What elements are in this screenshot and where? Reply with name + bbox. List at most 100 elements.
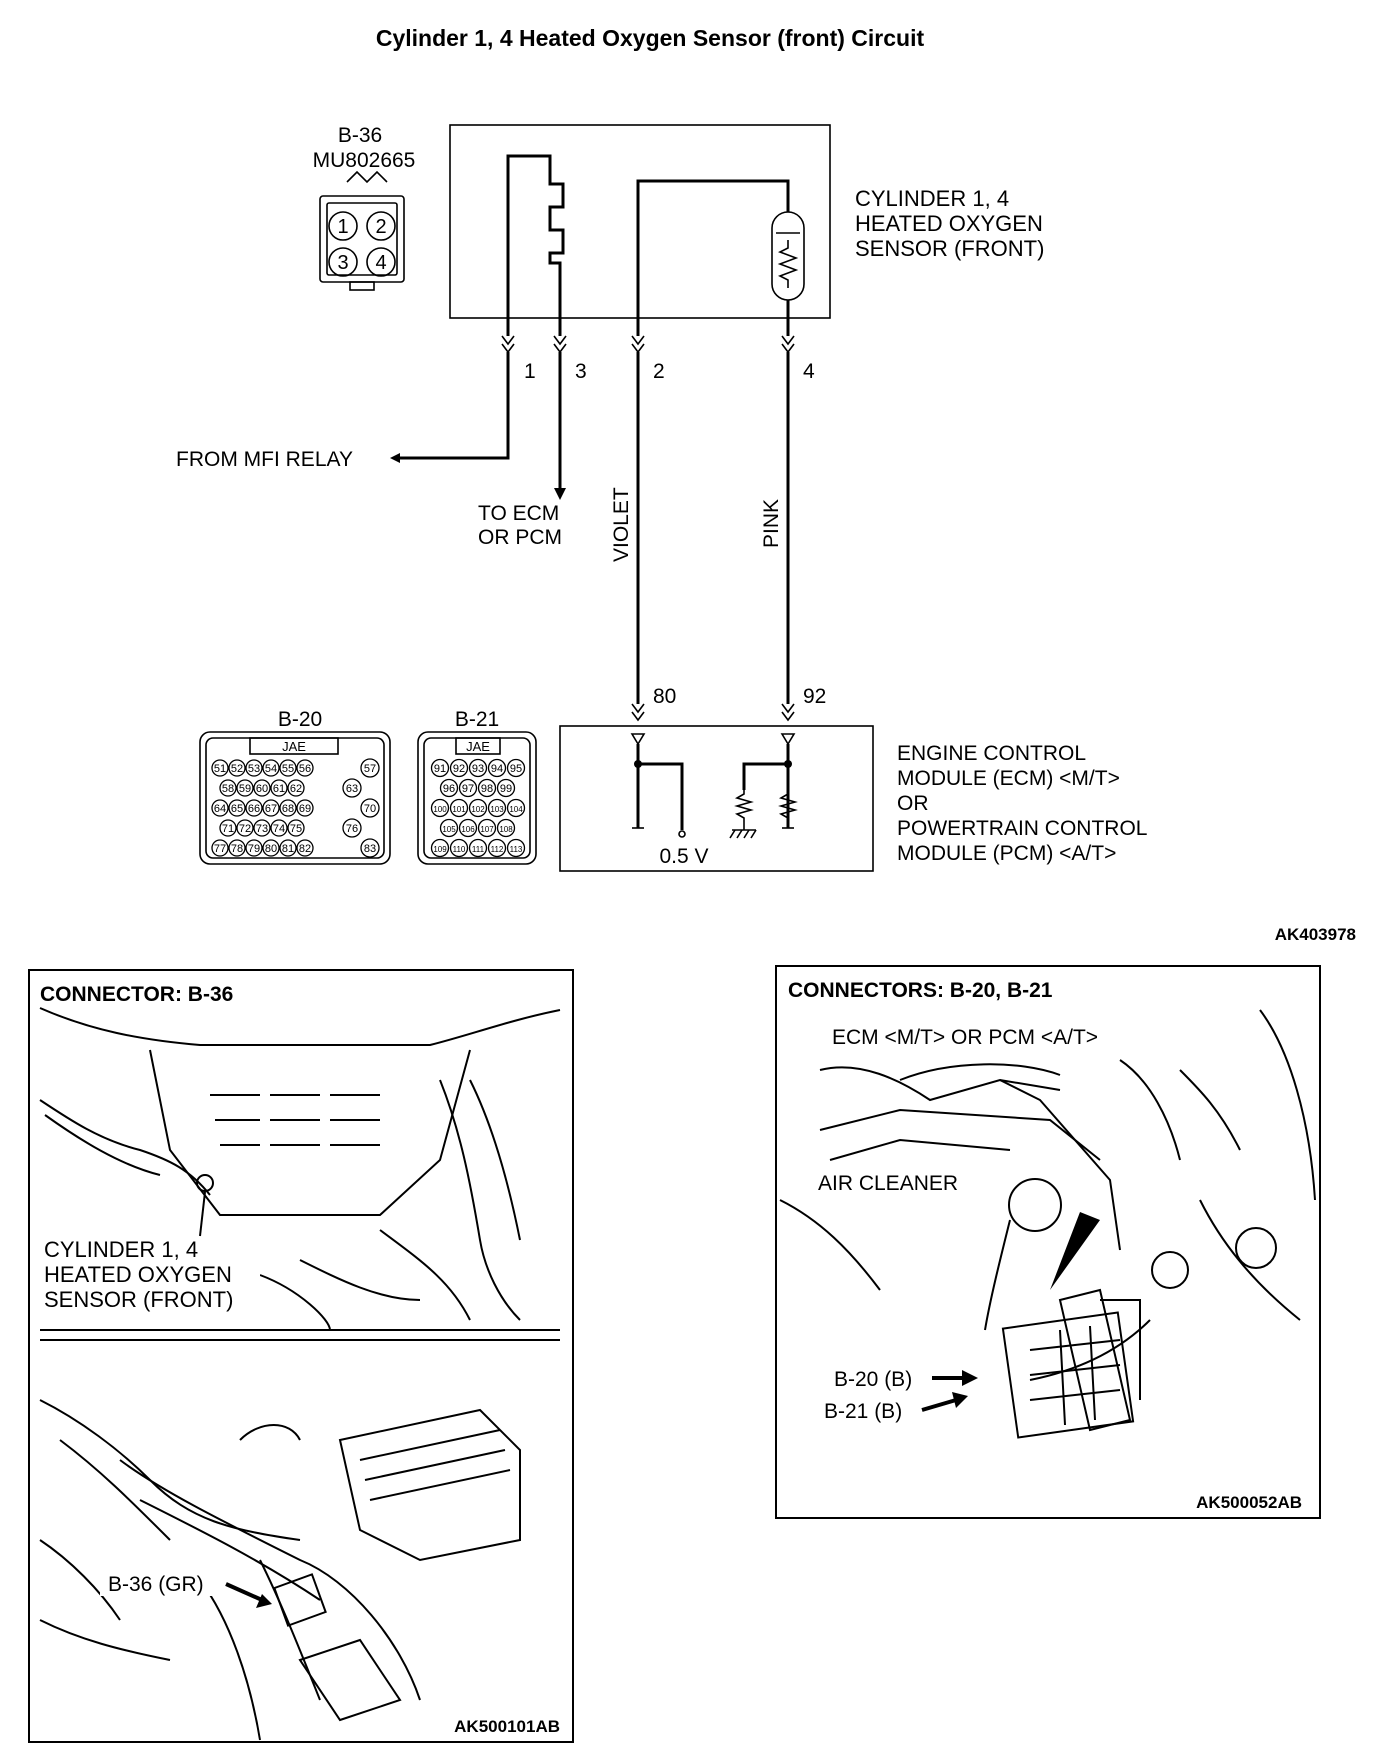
b20-pin-82-circle — [296, 839, 314, 857]
b21-pin-94-circle — [487, 758, 507, 778]
b21-pin-108-circle — [496, 818, 516, 838]
left-panel-title: CONNECTOR: B-36 — [40, 983, 233, 1006]
b20-pin-55-circle — [279, 759, 297, 777]
b21-pin-96: 96 — [443, 783, 455, 795]
b20-pin-79: 79 — [248, 843, 260, 855]
to-ecm-label-2: OR PCM — [478, 526, 562, 549]
right-panel-ecm-label: ECM <M/T> OR PCM <A/T> — [832, 1026, 1098, 1049]
right-panel-b20-label: B-20 (B) — [834, 1368, 912, 1391]
b21-pin-99-circle — [496, 778, 516, 798]
b21-pin-95: 95 — [510, 763, 522, 775]
b20-pin-60: 60 — [256, 783, 268, 795]
b20-pin-61-circle — [270, 779, 288, 797]
to-ecm-label-1: TO ECM — [478, 502, 559, 525]
b20-pin-67: 67 — [265, 803, 277, 815]
terminal-3: 3 — [575, 360, 587, 383]
b20-pin-73-circle — [253, 819, 271, 837]
b20-pin-63: 63 — [346, 783, 358, 795]
b21-pin-106-circle — [458, 818, 478, 838]
b21-pin-112: 112 — [491, 845, 504, 854]
b20-pin-53-circle — [245, 759, 263, 777]
b20-pin-68: 68 — [282, 803, 294, 815]
b20-pin-54: 54 — [265, 763, 277, 775]
ecm-label-1: ENGINE CONTROL — [897, 742, 1086, 765]
b21-pin-111-circle — [468, 838, 488, 858]
voltage-label: 0.5 V — [659, 845, 708, 868]
b20-pin-54-circle — [262, 759, 280, 777]
b21-pin-93: 93 — [472, 763, 484, 775]
b20-pin-59: 59 — [239, 783, 251, 795]
b21-pin-108: 108 — [499, 825, 513, 834]
b20-pin-55: 55 — [282, 763, 294, 775]
b21-pin-99: 99 — [500, 783, 512, 795]
b21-pin-94: 94 — [491, 763, 503, 775]
b21-id: B-21 — [455, 708, 499, 731]
b20-pin-67-circle — [262, 799, 280, 817]
b21-pin-100: 100 — [433, 805, 447, 814]
b21-pin-109: 109 — [433, 845, 447, 854]
b20-pin-83: 83 — [364, 843, 376, 855]
b20-id: B-20 — [278, 708, 322, 731]
b21-pin-105: 105 — [442, 825, 456, 834]
b36-part: MU802665 — [313, 149, 416, 172]
b20-pin-80: 80 — [265, 843, 277, 855]
b21-pin-91-circle — [430, 758, 450, 778]
ecm-box — [559, 725, 874, 872]
oxygen-sensor-box — [449, 124, 831, 336]
b20-pin-58: 58 — [222, 783, 234, 795]
b20-pin-58-circle — [219, 779, 237, 797]
b36-pin-4: 4 — [375, 252, 386, 274]
b20-pin-81-circle — [279, 839, 297, 857]
b21-pin-102: 102 — [471, 805, 485, 814]
ecm-label-2: MODULE (ECM) <M/T> — [897, 767, 1120, 790]
b20-pin-82: 82 — [299, 843, 311, 855]
b20-pin-76-circle — [342, 818, 362, 838]
b21-pin-104-circle — [506, 798, 526, 818]
b21-pin-103-circle — [487, 798, 507, 818]
b20-pin-75: 75 — [290, 823, 302, 835]
b20-brand: JAE — [282, 739, 306, 754]
right-panel-title: CONNECTORS: B-20, B-21 — [788, 979, 1053, 1002]
b20-pin-64: 64 — [214, 803, 226, 815]
right-panel-b21-label: B-21 (B) — [824, 1400, 902, 1423]
b21-pin-93-circle — [468, 758, 488, 778]
b36-pin-3: 3 — [337, 252, 348, 274]
b20-pin-76: 76 — [346, 823, 358, 835]
b20-pin-78-circle — [228, 839, 246, 857]
b20-pin-71: 71 — [222, 823, 234, 835]
b20-pin-81: 81 — [282, 843, 294, 855]
diagram-title: Cylinder 1, 4 Heated Oxygen Sensor (fron… — [376, 25, 925, 51]
b20-pin-83-circle — [360, 838, 380, 858]
left-panel-label-2: HEATED OXYGEN — [44, 1262, 232, 1287]
b20-pin-52-circle — [228, 759, 246, 777]
b20-pin-61: 61 — [273, 783, 285, 795]
b21-pin-110: 110 — [453, 845, 466, 854]
b20-pin-57-circle — [360, 758, 380, 778]
b36-pin-1: 1 — [337, 216, 348, 238]
b20-pin-65-circle — [228, 799, 246, 817]
connectors-b20-b21-photo-panel: CONNECTORS: B-20, B-21 ECM <M/T> OR PCM … — [775, 965, 1321, 1519]
b21-pin-100-circle — [430, 798, 450, 818]
b20-pin-68-circle — [279, 799, 297, 817]
b21-pin-102-circle — [468, 798, 488, 818]
b21-pin-105-circle — [439, 818, 459, 838]
terminal-80: 80 — [653, 685, 676, 708]
b21-pin-98: 98 — [481, 783, 493, 795]
b20-pin-72-circle — [236, 819, 254, 837]
left-panel-connector-label: B-36 (GR) — [108, 1573, 204, 1596]
right-panel-code: AK500052AB — [1196, 1493, 1302, 1512]
ecm-label-3: OR — [897, 792, 929, 815]
figure-code-top: AK403978 — [1275, 925, 1356, 944]
from-mfi-relay-label: FROM MFI RELAY — [176, 448, 353, 471]
b21-brand: JAE — [466, 739, 490, 754]
b21-pin-96-circle — [439, 778, 459, 798]
b20-pin-72: 72 — [239, 823, 251, 835]
sensor-label-1: CYLINDER 1, 4 — [855, 186, 1009, 211]
b20-pin-65: 65 — [231, 803, 243, 815]
b20-pin-77-circle — [211, 839, 229, 857]
b20-pin-74: 74 — [273, 823, 285, 835]
b21-pin-111: 111 — [472, 845, 485, 854]
left-panel-label-1: CYLINDER 1, 4 — [44, 1237, 198, 1262]
